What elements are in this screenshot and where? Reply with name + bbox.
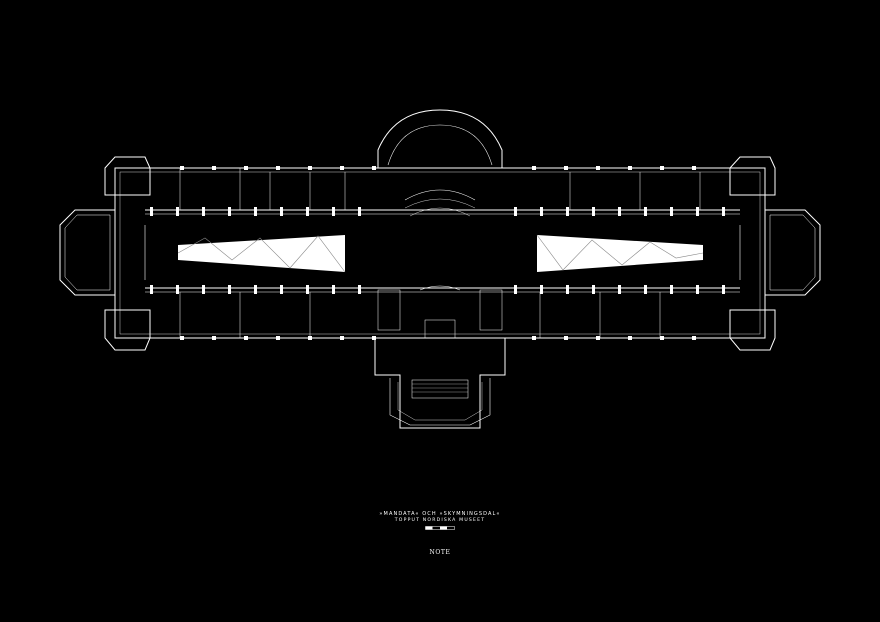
tower-nw	[104, 156, 151, 196]
buttress	[596, 166, 600, 170]
pilaster	[150, 285, 153, 294]
building-outline	[59, 109, 821, 429]
pilaster	[592, 285, 595, 294]
pilaster	[618, 285, 621, 294]
pilaster	[592, 207, 595, 216]
buttress	[628, 166, 632, 170]
pilaster	[540, 285, 543, 294]
buttress	[244, 336, 248, 340]
pilaster	[306, 285, 309, 294]
buttress	[372, 336, 376, 340]
pilaster	[670, 285, 673, 294]
buttress	[244, 166, 248, 170]
pilaster	[358, 207, 361, 216]
buttress	[180, 166, 184, 170]
caption-subtitle: TOPPUT NORDISKA MUSEET	[394, 518, 486, 523]
highlighted-installations	[177, 234, 704, 273]
tower-se	[729, 309, 776, 351]
buttress	[532, 166, 536, 170]
caption-title: »MANDATA« OCH »SKYMNINGSDAL«	[379, 511, 501, 517]
installation-left	[178, 235, 345, 272]
pilaster	[358, 285, 361, 294]
right-pavilion	[764, 209, 821, 296]
pilaster	[514, 207, 517, 216]
buttress	[212, 336, 216, 340]
pilaster	[696, 285, 699, 294]
pilaster	[202, 207, 205, 216]
pilaster	[722, 207, 725, 216]
pilaster	[150, 207, 153, 216]
buttress	[276, 166, 280, 170]
south-entrance	[374, 338, 506, 429]
pilaster	[644, 285, 647, 294]
pilaster	[540, 207, 543, 216]
pilaster	[618, 207, 621, 216]
left-pavilion	[59, 209, 116, 296]
pilaster	[722, 285, 725, 294]
pilaster	[254, 285, 257, 294]
north-rotunda	[377, 109, 503, 168]
buttress	[692, 336, 696, 340]
installation-right	[537, 235, 703, 272]
pilaster	[280, 285, 283, 294]
pilaster	[228, 285, 231, 294]
buttress	[340, 166, 344, 170]
pilaster	[696, 207, 699, 216]
buttress	[564, 166, 568, 170]
pilaster	[254, 207, 257, 216]
pilaster	[514, 285, 517, 294]
buttress	[532, 336, 536, 340]
pilaster	[306, 207, 309, 216]
buttress	[372, 166, 376, 170]
buttress	[276, 336, 280, 340]
pilaster	[228, 207, 231, 216]
pilaster	[202, 285, 205, 294]
pilaster	[670, 207, 673, 216]
pilaster	[566, 285, 569, 294]
pilaster	[566, 207, 569, 216]
buttress	[628, 336, 632, 340]
pilasters	[150, 166, 725, 340]
buttress	[340, 336, 344, 340]
pilaster	[280, 207, 283, 216]
tower-sw	[104, 309, 151, 351]
tower-ne	[729, 156, 776, 196]
buttress	[564, 336, 568, 340]
buttress	[660, 166, 664, 170]
buttress	[596, 336, 600, 340]
buttress	[692, 166, 696, 170]
pilaster	[176, 207, 179, 216]
pilaster	[176, 285, 179, 294]
studio-logo: NOTE	[429, 549, 451, 556]
scale-bar	[425, 526, 455, 530]
buttress	[660, 336, 664, 340]
buttress	[308, 166, 312, 170]
buttress	[308, 336, 312, 340]
buttress	[212, 166, 216, 170]
buttress	[180, 336, 184, 340]
pilaster	[332, 285, 335, 294]
pilaster	[332, 207, 335, 216]
pilaster	[644, 207, 647, 216]
